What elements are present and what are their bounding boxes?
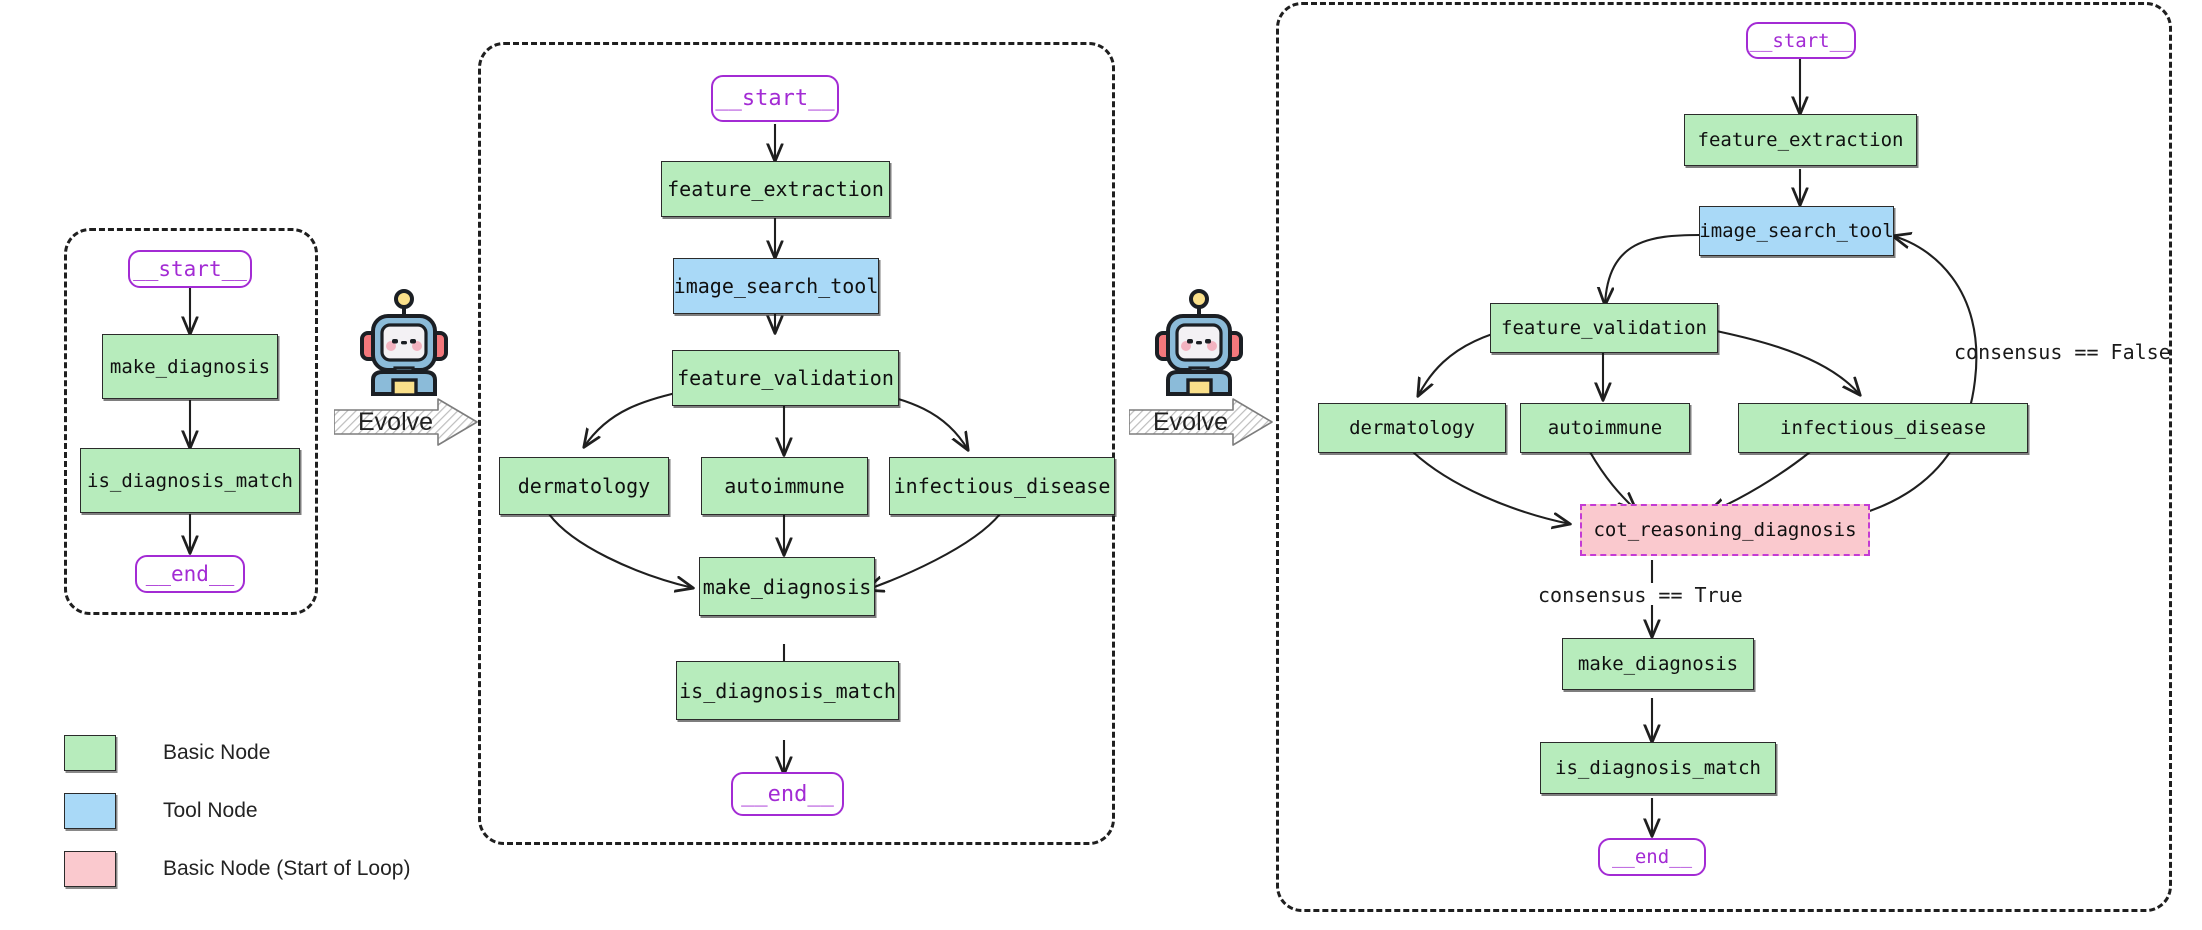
legend-item-tool-node: Tool Node — [64, 793, 258, 829]
legend-label-basic: Basic Node — [163, 741, 271, 764]
node-autoimmune[interactable]: autoimmune — [1520, 403, 1690, 453]
node-autoimmune[interactable]: autoimmune — [701, 457, 868, 515]
node-start[interactable]: __start__ — [1746, 22, 1856, 59]
node-end[interactable]: __end__ — [731, 772, 844, 816]
legend-label-loop: Basic Node (Start of Loop) — [163, 857, 411, 880]
graph-container-v2 — [478, 42, 1115, 845]
node-infectious-disease[interactable]: infectious_disease — [1738, 403, 2028, 453]
node-cot-reasoning-diagnosis[interactable]: cot_reasoning_diagnosis — [1580, 504, 1870, 556]
legend-swatch-tool — [64, 793, 116, 829]
node-make-diagnosis[interactable]: make_diagnosis — [102, 334, 278, 399]
node-image-search-tool[interactable]: image_search_tool — [1699, 206, 1894, 256]
node-start[interactable]: __start__ — [711, 75, 839, 122]
node-end[interactable]: __end__ — [135, 555, 245, 593]
legend-item-basic-node: Basic Node — [64, 735, 270, 771]
node-feature-validation[interactable]: feature_validation — [1490, 303, 1718, 353]
graph-container-v3 — [1276, 2, 2172, 912]
edge-label-consensus-false: consensus == False — [1954, 340, 2171, 364]
legend-item-loop-node: Basic Node (Start of Loop) — [64, 851, 410, 887]
node-infectious-disease[interactable]: infectious_disease — [889, 457, 1115, 515]
graph-container-v1 — [64, 228, 318, 615]
evolve-arrow-shape — [334, 398, 478, 446]
legend-swatch-basic — [64, 735, 116, 771]
legend: Basic Node Tool Node Basic Node (Start o… — [64, 735, 484, 895]
robot-icon — [356, 288, 452, 396]
node-dermatology[interactable]: dermatology — [499, 457, 669, 515]
evolve-transition-2: Evolve — [1129, 288, 1273, 446]
node-is-diagnosis-match[interactable]: is_diagnosis_match — [1540, 742, 1776, 794]
node-feature-validation[interactable]: feature_validation — [672, 350, 899, 406]
node-end[interactable]: __end__ — [1598, 838, 1706, 876]
legend-swatch-loop — [64, 851, 116, 887]
node-dermatology[interactable]: dermatology — [1318, 403, 1506, 453]
node-start[interactable]: __start__ — [128, 250, 252, 288]
evolve-arrow-shape — [1129, 398, 1273, 446]
legend-label-tool: Tool Node — [163, 799, 258, 822]
robot-icon — [1151, 288, 1247, 396]
node-feature-extraction[interactable]: feature_extraction — [1684, 114, 1917, 166]
node-image-search-tool[interactable]: image_search_tool — [673, 258, 879, 314]
evolve-label-1: Evolve — [358, 408, 434, 436]
node-feature-extraction[interactable]: feature_extraction — [661, 161, 890, 217]
node-make-diagnosis[interactable]: make_diagnosis — [699, 557, 875, 616]
node-is-diagnosis-match[interactable]: is_diagnosis_match — [676, 661, 899, 720]
evolve-transition-1: Evolve — [334, 288, 478, 446]
node-make-diagnosis[interactable]: make_diagnosis — [1562, 638, 1754, 690]
edge-label-consensus-true: consensus == True — [1538, 583, 1743, 607]
node-is-diagnosis-match[interactable]: is_diagnosis_match — [80, 448, 300, 513]
evolve-label-2: Evolve — [1153, 408, 1229, 436]
